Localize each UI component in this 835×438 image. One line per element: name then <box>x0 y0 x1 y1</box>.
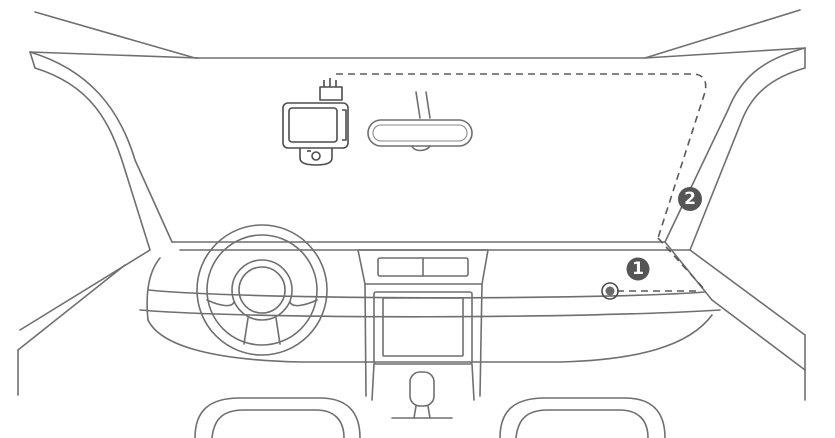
cable-route-dashed <box>336 73 707 292</box>
callout-step-1-circle <box>626 257 650 281</box>
center-console <box>357 249 489 401</box>
left-a-pillar <box>29 51 173 251</box>
callout-step-1-label: 1 <box>632 259 644 279</box>
rearview-mirror <box>367 91 473 152</box>
seats <box>194 397 666 438</box>
callout-step-2-circle <box>678 187 702 211</box>
steering-wheel-icon <box>196 224 328 356</box>
left-door <box>17 249 151 396</box>
callout-step-2-label: 2 <box>684 189 696 209</box>
callout-step-2: 2 <box>678 187 702 211</box>
gear-shifter-icon <box>391 371 453 419</box>
right-a-pillar <box>664 47 806 251</box>
dash-cam-icon <box>282 78 349 166</box>
right-door <box>689 249 806 401</box>
callout-step-1: 1 <box>626 257 650 281</box>
power-socket-icon <box>601 282 619 300</box>
roof-frame <box>29 9 806 59</box>
